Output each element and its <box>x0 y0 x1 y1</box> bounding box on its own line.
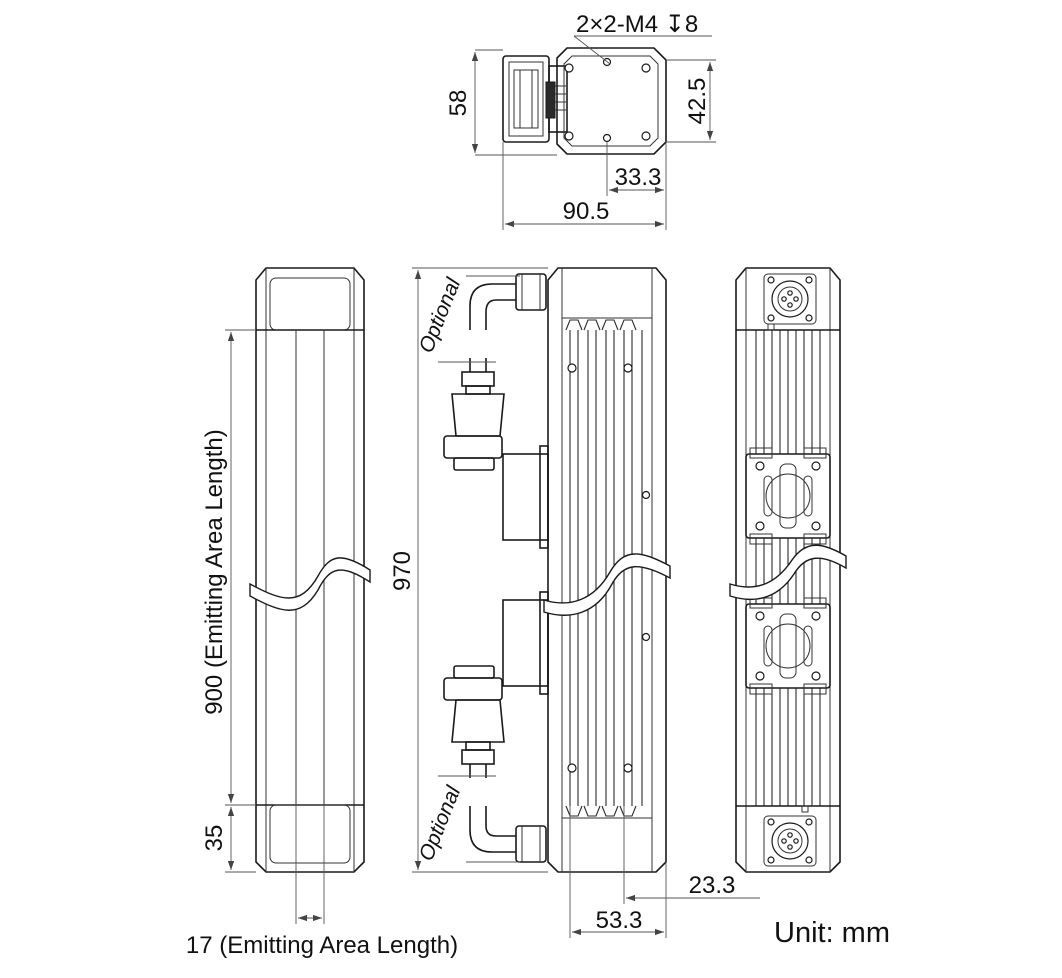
middle-side-view <box>438 267 671 873</box>
height-total-label: 58 <box>445 90 472 117</box>
left-front-view <box>249 267 371 873</box>
width-total-label: 90.5 <box>563 198 610 225</box>
width-23-label: 23.3 <box>689 872 736 899</box>
emitting-length-label: 900 (Emitting Area Length) <box>201 429 228 715</box>
end-cap-label: 35 <box>201 825 228 852</box>
height-inner-label: 42.5 <box>684 78 711 125</box>
right-back-view <box>729 267 847 873</box>
left-view-dimensions <box>225 329 325 924</box>
total-length-label: 970 <box>389 551 416 591</box>
unit-label: Unit: mm <box>774 917 890 949</box>
option-bottom-label: Optional <box>415 782 466 864</box>
middle-view-dimensions <box>412 267 760 938</box>
emitting-width-label: 17 (Emitting Area Length) <box>186 932 458 959</box>
hole-callout: 2×2-M4 ↧8 <box>576 11 698 38</box>
top-end-view <box>502 35 712 155</box>
top-view-dimensions <box>471 49 716 230</box>
width-53-label: 53.3 <box>596 907 643 934</box>
option-top-label: Optional <box>415 274 466 356</box>
offset-label: 33.3 <box>615 164 662 191</box>
